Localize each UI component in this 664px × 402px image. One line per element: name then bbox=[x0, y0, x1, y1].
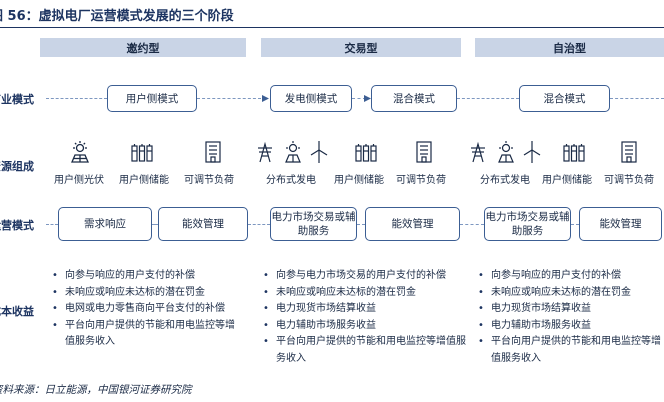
operation-demand-response: 需求响应 bbox=[58, 207, 152, 241]
tower-wind-solar-icon bbox=[471, 141, 541, 163]
building-icon bbox=[205, 141, 221, 163]
business-connector-line bbox=[46, 98, 107, 99]
cost-revenue-item: 电力现货市场结算收益 bbox=[474, 301, 662, 318]
row-label-cost-revenue: 成本收益 bbox=[0, 305, 34, 318]
business-connector-line bbox=[457, 98, 519, 99]
cost-revenue-item: 向参与响应的用户支付的补偿 bbox=[474, 268, 662, 285]
cost-revenue-item: 电网或电力零售商向平台支付的补偿 bbox=[48, 301, 244, 318]
phase-header-trading: 交易型 bbox=[261, 38, 461, 57]
arrow-right-icon bbox=[364, 95, 371, 102]
resource-label: 分布式发电 bbox=[266, 175, 316, 186]
business-model-hybrid: 混合模式 bbox=[371, 85, 457, 112]
cost-revenue-item: 电力辅助市场服务收益 bbox=[259, 318, 469, 335]
resource-label: 分布式发电 bbox=[480, 175, 530, 186]
cost-revenue-item: 未响应或响应未达标的潜在罚金 bbox=[259, 285, 469, 302]
cost-revenue-item: 向参与响应的用户支付的补偿 bbox=[48, 268, 244, 285]
cost-revenue-item: 平台向用户提供的节能和用电监控等增值服务收入 bbox=[48, 318, 244, 351]
business-connector-line bbox=[197, 98, 261, 99]
building-icon bbox=[416, 141, 432, 163]
business-connector-line bbox=[352, 98, 366, 99]
business-model-generation-side: 发电侧模式 bbox=[270, 85, 352, 112]
arrow-right-icon bbox=[262, 95, 269, 102]
building-icon bbox=[621, 141, 637, 163]
battery-icon bbox=[563, 144, 585, 162]
phase-header-invitation: 邀约型 bbox=[40, 38, 246, 57]
resource-label: 可调节负荷 bbox=[396, 175, 446, 186]
operation-connector-line bbox=[571, 224, 579, 225]
figure-title: 图 56：虚拟电厂运营模式发展的三个阶段 bbox=[0, 9, 234, 24]
operation-connector-line bbox=[460, 224, 484, 225]
resource-label: 可调节负荷 bbox=[184, 175, 234, 186]
resource-label: 用户侧光伏 bbox=[54, 175, 104, 186]
cost-revenue-list-autonomous: 向参与响应的用户支付的补偿 未响应或响应未达标的潜在罚金 电力现货市场结算收益 … bbox=[474, 268, 662, 368]
business-model-user-side: 用户侧模式 bbox=[107, 85, 197, 112]
operation-connector-line bbox=[152, 224, 158, 225]
title-rule bbox=[0, 27, 664, 28]
operation-connector-line bbox=[248, 224, 270, 225]
battery-icon bbox=[131, 144, 153, 162]
operation-energy-efficiency: 能效管理 bbox=[579, 207, 662, 241]
resource-label: 用户侧储能 bbox=[334, 175, 384, 186]
resource-label: 用户侧储能 bbox=[542, 175, 592, 186]
operation-energy-efficiency: 能效管理 bbox=[365, 207, 460, 241]
cost-revenue-item: 向参与电力市场交易的用户支付的补偿 bbox=[259, 268, 469, 285]
cost-revenue-list-trading: 向参与电力市场交易的用户支付的补偿 未响应或响应未达标的潜在罚金 电力现货市场结… bbox=[259, 268, 469, 368]
cost-revenue-list-invitation: 向参与响应的用户支付的补偿 未响应或响应未达标的潜在罚金 电网或电力零售商向平台… bbox=[48, 268, 244, 351]
cost-revenue-item: 未响应或响应未达标的潜在罚金 bbox=[474, 285, 662, 302]
operation-market-trading: 电力市场交易或辅助服务 bbox=[270, 207, 357, 241]
row-label-operation: 运营模式 bbox=[0, 219, 34, 232]
business-connector-line bbox=[610, 98, 664, 99]
cost-revenue-item: 电力辅助市场服务收益 bbox=[474, 318, 662, 335]
cost-revenue-item: 未响应或响应未达标的潜在罚金 bbox=[48, 285, 244, 302]
tower-wind-solar-icon bbox=[258, 141, 328, 163]
resource-label: 用户侧储能 bbox=[119, 175, 169, 186]
cost-revenue-item: 电力现货市场结算收益 bbox=[259, 301, 469, 318]
row-label-business-model: 商业模式 bbox=[0, 93, 34, 106]
operation-connector-line bbox=[357, 224, 365, 225]
phase-header-autonomous: 自治型 bbox=[475, 38, 664, 57]
row-label-resources: 资源组成 bbox=[0, 160, 34, 173]
battery-icon bbox=[355, 144, 377, 162]
figure-source: 资料来源：日立能源，中国银河证券研究院 bbox=[0, 384, 192, 396]
solar-icon bbox=[71, 141, 89, 163]
operation-connector-line bbox=[46, 224, 58, 225]
operation-market-trading: 电力市场交易或辅助服务 bbox=[484, 207, 571, 241]
business-model-hybrid: 混合模式 bbox=[519, 85, 610, 112]
resource-label: 可调节负荷 bbox=[604, 175, 654, 186]
cost-revenue-item: 平台向用户提供的节能和用电监控等增值服务收入 bbox=[259, 334, 469, 367]
operation-energy-efficiency: 能效管理 bbox=[158, 207, 248, 241]
cost-revenue-item: 平台向用户提供的节能和用电监控等增值服务收入 bbox=[474, 334, 662, 367]
